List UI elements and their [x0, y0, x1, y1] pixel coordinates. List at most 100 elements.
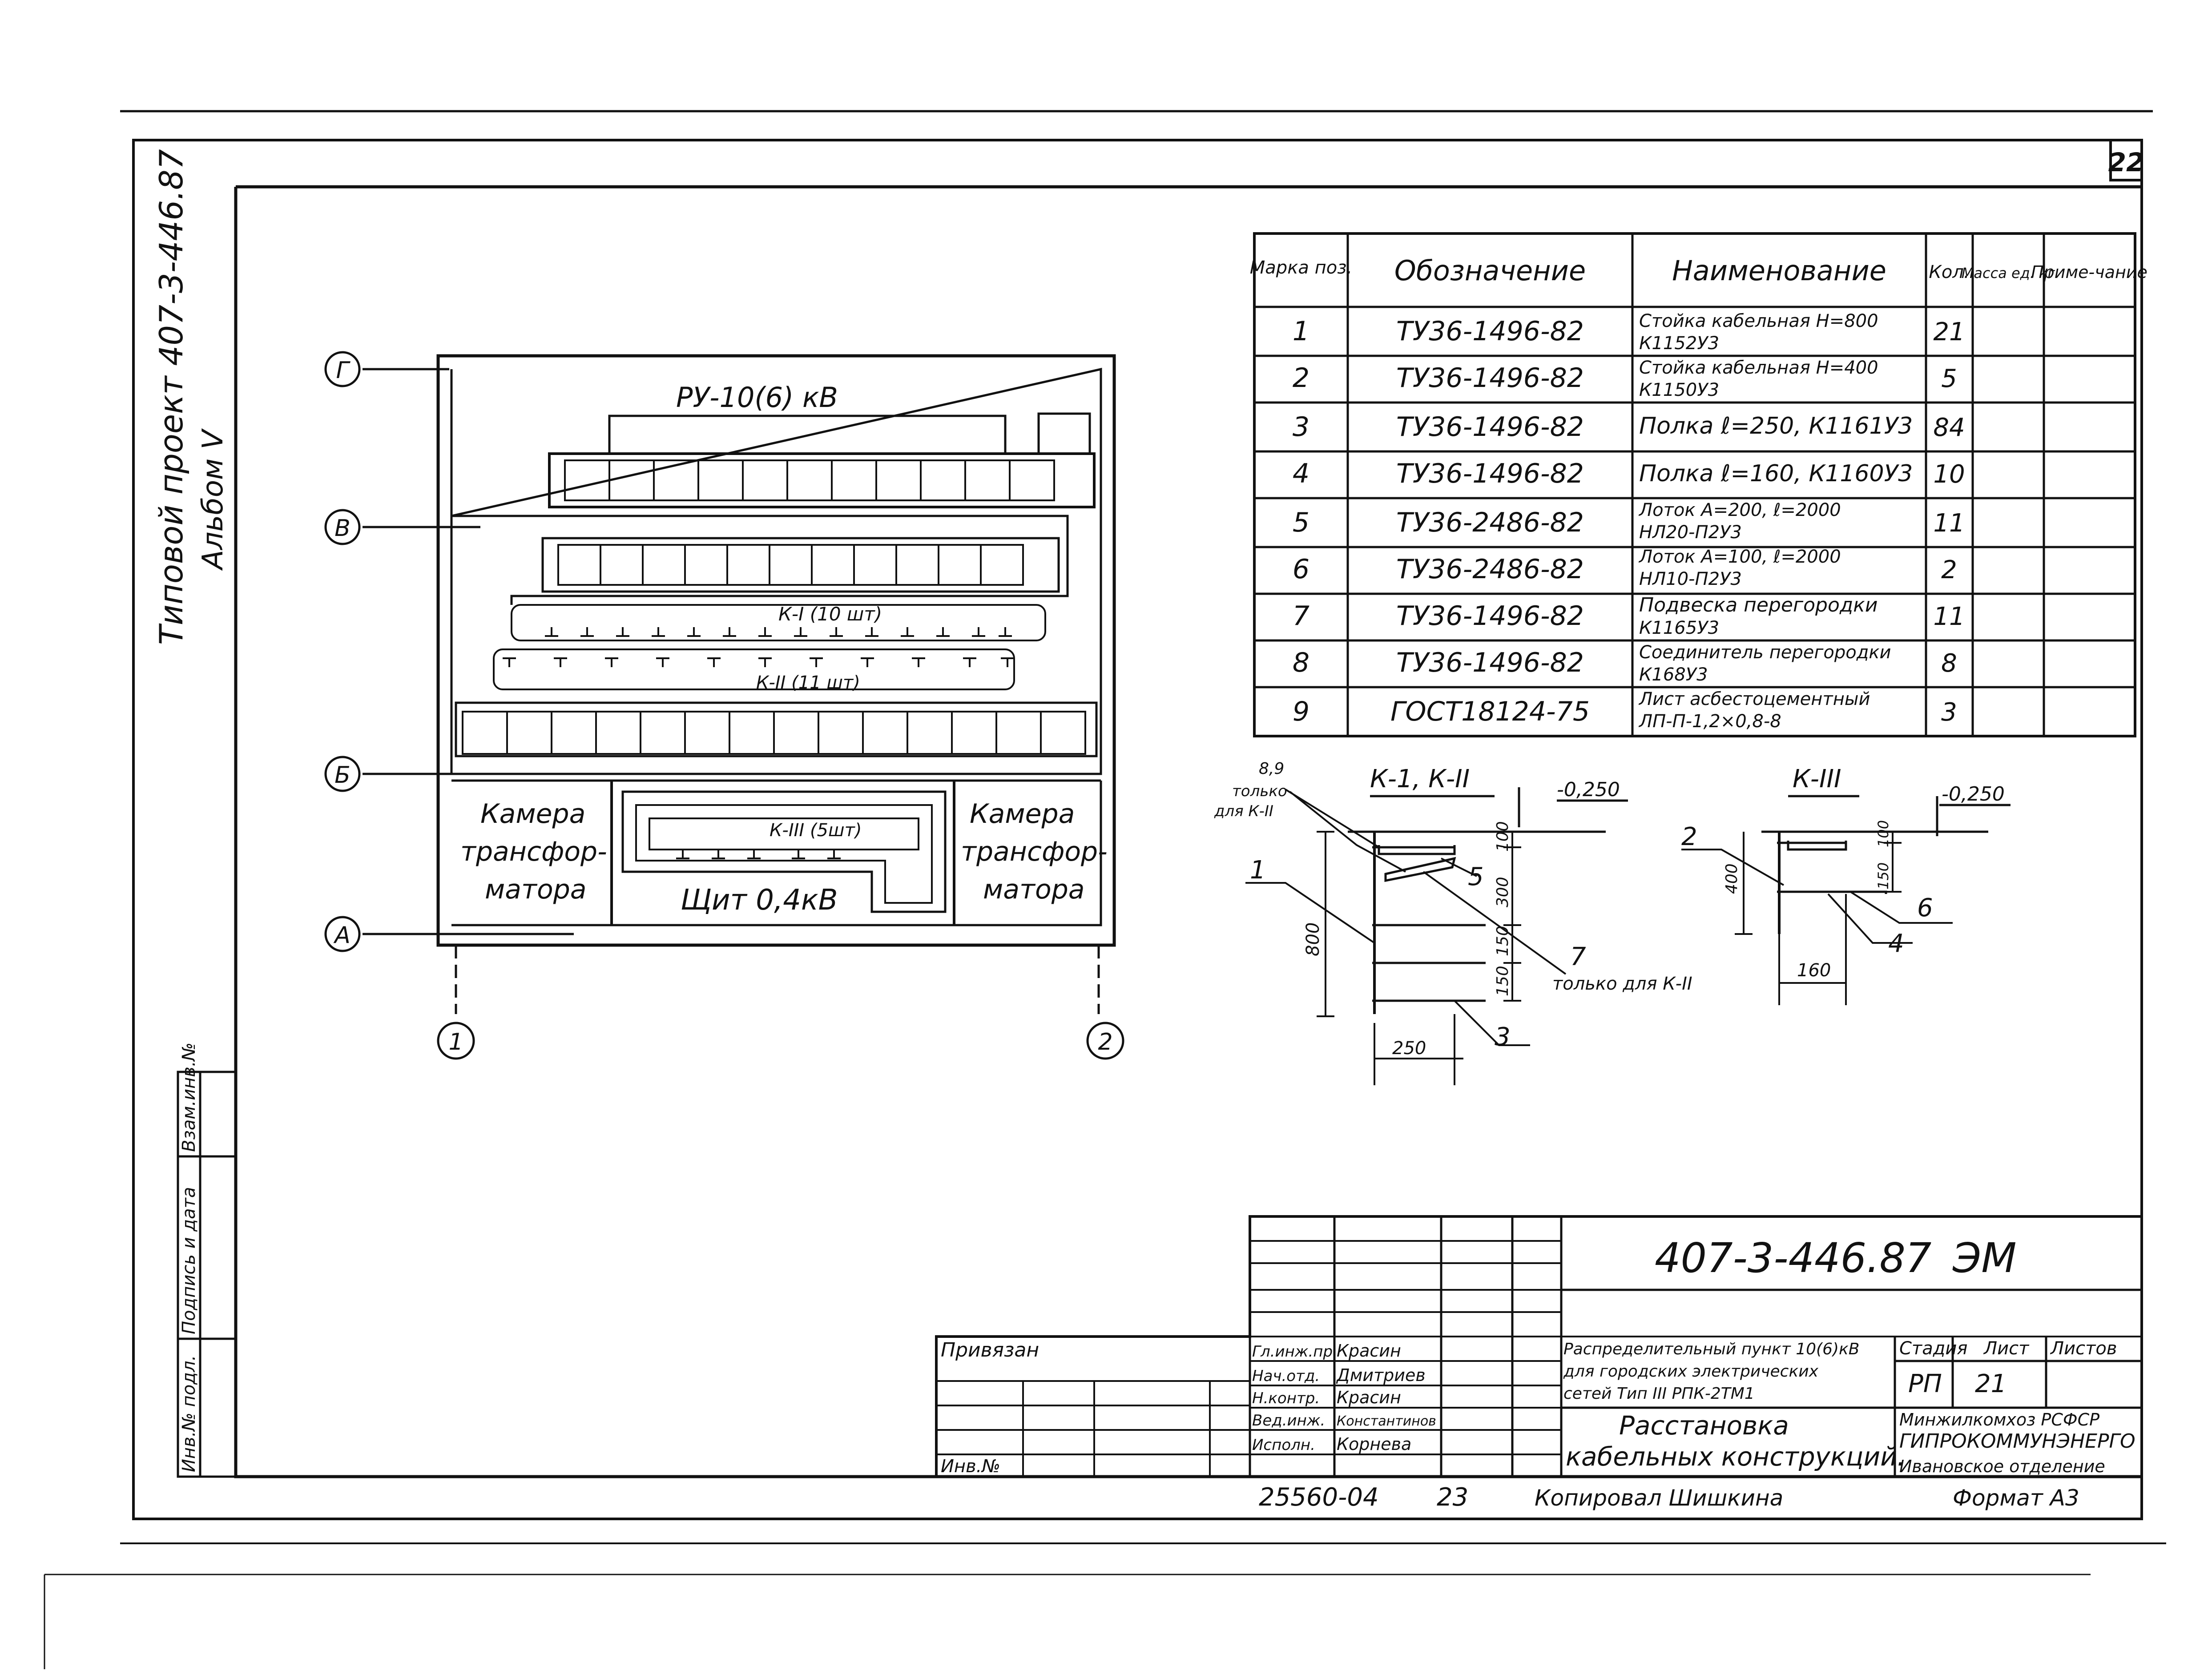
svg-text:1: 1	[1250, 856, 1266, 885]
plan-room-title: РУ-10(6) кВ	[676, 381, 838, 414]
svg-text:1: 1	[1293, 316, 1309, 347]
svg-text:Лоток А=100, ℓ=2000: Лоток А=100, ℓ=2000	[1638, 547, 1841, 567]
svg-text:Ивановское отделение: Ивановское отделение	[1899, 1457, 2105, 1476]
plan-k3-label: К-III (5шт)	[770, 820, 862, 841]
section-b-elev: -0,250	[1942, 783, 2005, 805]
axis-lines	[363, 368, 1100, 1014]
svg-text:Полка ℓ=250, К1161У3: Полка ℓ=250, К1161У3	[1639, 413, 1913, 439]
svg-text:Дмитриев: Дмитриев	[1336, 1365, 1426, 1385]
svg-text:6: 6	[1917, 894, 1933, 922]
svg-text:6: 6	[1293, 554, 1309, 585]
camera-left-label: Камера трансфор- матора	[460, 798, 607, 905]
svg-text:Нач.отд.: Нач.отд.	[1252, 1367, 1320, 1385]
title-block: 407-3-446.87 ЭМ Распределительный пункт …	[935, 1215, 2143, 1478]
doc-number: 407-3-446.87	[1655, 1234, 1931, 1282]
section-a-elev: -0,250	[1557, 778, 1620, 801]
svg-text:7: 7	[1293, 600, 1309, 632]
spec-row-9: 9 ГОСТ18124-75 Лист асбестоцементный ЛП-…	[1293, 689, 1957, 732]
cabinet-row-2	[557, 544, 1024, 586]
svg-text:1: 1	[448, 1029, 463, 1055]
side-title: Типовой проект 407-3-446.87 Альбом V	[153, 149, 230, 645]
svg-text:НЛ20-П2У3: НЛ20-П2У3	[1639, 522, 1742, 543]
copied-by: Копировал Шишкина	[1535, 1485, 1783, 1511]
section-b-dim-total: 400	[1723, 863, 1741, 894]
spec-row-6: 6 ТУ36-2486-82 Лоток А=100, ℓ=2000 НЛ10-…	[1293, 547, 1957, 589]
svg-text:ЛП-П-1,2×0,8-8: ЛП-П-1,2×0,8-8	[1638, 711, 1781, 732]
svg-text:ТУ36-1496-82: ТУ36-1496-82	[1396, 362, 1584, 394]
svg-text:8: 8	[1941, 649, 1957, 678]
spec-row-8: 8 ТУ36-1496-82 Соединитель перегородки К…	[1293, 642, 1957, 685]
drawing-title-1: Расстановка	[1619, 1410, 1789, 1441]
spec-row-7: 7 ТУ36-1496-82 Подвеска перегородки К116…	[1293, 594, 1965, 638]
svg-text:150: 150	[1875, 862, 1892, 890]
cabinet-row-1	[564, 459, 1055, 501]
svg-text:Стадия: Стадия	[1899, 1338, 1967, 1359]
svg-text:Стойка кабельная Н=400: Стойка кабельная Н=400	[1639, 358, 1878, 378]
svg-text:Камера: Камера	[480, 798, 585, 829]
svg-text:ТУ36-1496-82: ТУ36-1496-82	[1396, 647, 1584, 678]
svg-text:К1152У3: К1152У3	[1639, 333, 1719, 354]
shield-label: Щит 0,4кВ	[681, 884, 838, 917]
svg-text:8,9: 8,9	[1259, 760, 1284, 778]
svg-text:ТУ36-2486-82: ТУ36-2486-82	[1396, 507, 1584, 538]
sheet-frame	[44, 110, 2166, 1669]
footer: 25560-04 23 Копировал Шишкина Формат А3	[1259, 1483, 2079, 1512]
svg-text:НЛ10-П2У3: НЛ10-П2У3	[1639, 569, 1742, 589]
svg-text:Вед.инж.: Вед.инж.	[1252, 1412, 1325, 1429]
signature-names: Красин Дмитриев Красин Константинов Корн…	[1336, 1341, 1436, 1454]
section-a-note-bottom: только для К-II	[1552, 974, 1692, 994]
left-stamp-inv-orig: Инв.№ подл.	[179, 1355, 199, 1472]
svg-text:ТУ36-2486-82: ТУ36-2486-82	[1396, 554, 1584, 585]
svg-text:РП: РП	[1908, 1369, 1942, 1398]
sheet-corner-box	[2109, 139, 2143, 181]
header-pos: Марка поз.	[1250, 258, 1352, 278]
drawing-title-2: кабельных конструкций.	[1566, 1441, 1905, 1472]
svg-text:трансфор-: трансфор-	[460, 836, 607, 867]
svg-text:100: 100	[1494, 821, 1512, 852]
svg-text:В: В	[334, 515, 351, 542]
svg-text:9: 9	[1293, 696, 1309, 727]
spec-row-4: 4 ТУ36-1496-82 Полка ℓ=160, К1160У3 10	[1293, 458, 1965, 489]
svg-text:5: 5	[1941, 364, 1957, 393]
svg-text:150: 150	[1494, 966, 1512, 996]
svg-text:А: А	[333, 922, 351, 949]
format-label: Формат А3	[1953, 1485, 2079, 1511]
svg-text:Корнева: Корнева	[1337, 1434, 1411, 1454]
svg-text:Красин: Красин	[1337, 1341, 1401, 1361]
spec-row-1: 1 ТУ36-1496-82 Стойка кабельная Н=800 К1…	[1293, 311, 1965, 354]
svg-text:Полка ℓ=160, К1160У3: Полка ℓ=160, К1160У3	[1639, 460, 1913, 487]
svg-text:Камера: Камера	[970, 798, 1075, 829]
cabinet-row-3	[462, 711, 1086, 755]
svg-text:Н.контр.: Н.контр.	[1252, 1389, 1320, 1407]
header-mass: Масса ед. кг	[1962, 265, 2055, 282]
archive-number: 25560-04	[1259, 1483, 1379, 1512]
header-code: Обозначение	[1394, 254, 1586, 287]
svg-text:100: 100	[1875, 820, 1892, 847]
header-name: Наименование	[1672, 254, 1886, 287]
svg-text:3: 3	[1293, 411, 1309, 443]
svg-text:Соединитель перегородки: Соединитель перегородки	[1639, 642, 1891, 663]
section-a-title: К-1, К-II	[1370, 765, 1470, 793]
svg-text:ТУ36-1496-82: ТУ36-1496-82	[1396, 316, 1584, 347]
svg-text:21: 21	[1933, 318, 1965, 346]
k2-racks	[503, 657, 1014, 667]
building-outline	[436, 354, 1116, 947]
spec-row-5: 5 ТУ36-2486-82 Лоток А=200, ℓ=2000 НЛ20-…	[1293, 500, 1965, 543]
svg-text:2: 2	[1098, 1029, 1112, 1055]
section-k3: К-III -0,250 400 100 150 160 2 6 4	[1681, 765, 2011, 1005]
svg-text:3: 3	[1941, 698, 1957, 727]
svg-text:21: 21	[1975, 1369, 2007, 1398]
svg-text:2: 2	[1293, 362, 1309, 394]
svg-text:К1165У3: К1165У3	[1639, 618, 1719, 638]
svg-text:Подвеска перегородки: Подвеска перегородки	[1639, 594, 1878, 616]
svg-text:К168У3: К168У3	[1639, 664, 1708, 685]
svg-text:матора: матора	[485, 874, 587, 905]
svg-text:7: 7	[1570, 942, 1586, 971]
svg-text:4: 4	[1888, 929, 1904, 958]
svg-text:Красин: Красин	[1337, 1388, 1401, 1407]
svg-text:ТУ36-1496-82: ТУ36-1496-82	[1396, 411, 1584, 443]
section-b-title: К-III	[1793, 765, 1841, 793]
section-a-dim-total: 800	[1303, 922, 1323, 956]
svg-text:150: 150	[1494, 926, 1512, 956]
plan-k2-label: К-II (11 шт)	[756, 672, 860, 693]
